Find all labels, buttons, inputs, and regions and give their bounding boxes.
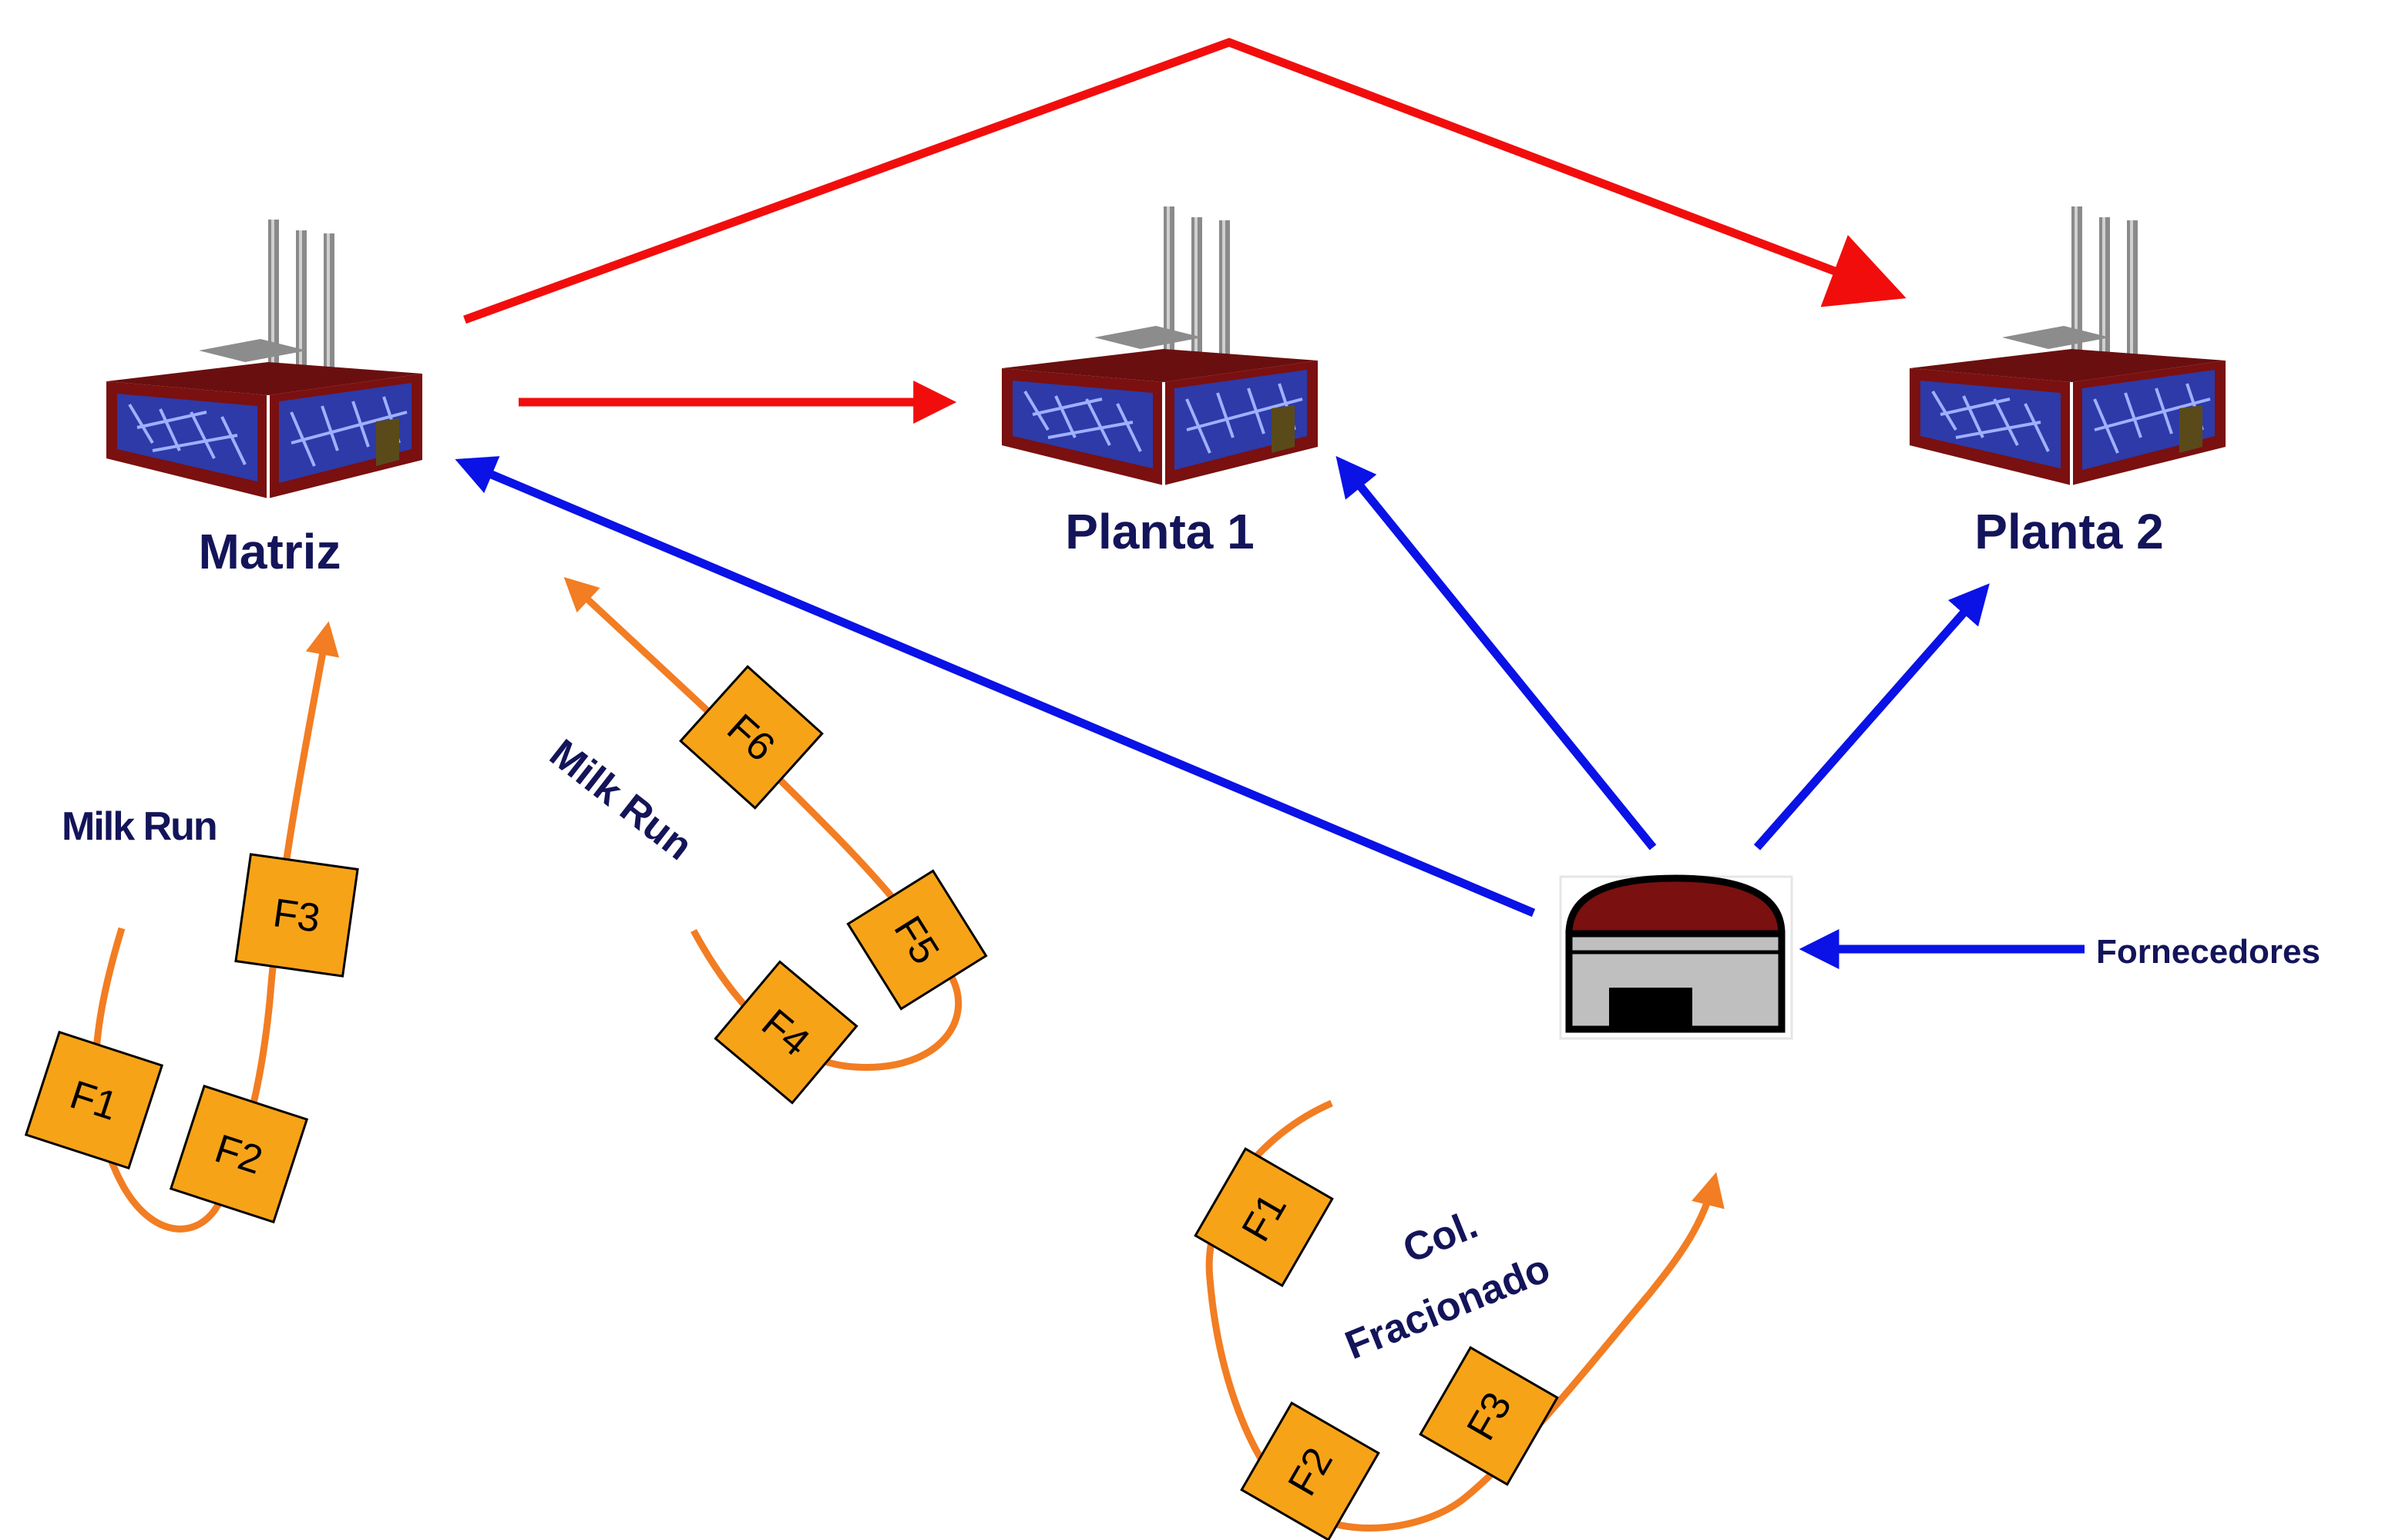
warehouse-icon [1559, 874, 1793, 1040]
box-label-f3-left: F3 [270, 891, 323, 941]
blue-arrow-warehouse-to-matriz [455, 456, 1536, 918]
box-f6-middle: F6 [679, 665, 824, 810]
box-f1-left: F1 [24, 1030, 164, 1170]
box-f3-left: F3 [234, 853, 359, 978]
label-planta2: Planta 2 [1974, 504, 2163, 559]
blue-arrow-warehouse-to-planta2 [1753, 583, 1990, 851]
label-matriz: Matriz [199, 524, 341, 579]
box-f2-left: F2 [169, 1084, 309, 1224]
red-arrow-matriz-to-planta2 [463, 38, 1907, 324]
label-milk-run-middle: Milk Run [542, 731, 700, 869]
factory-icon-matriz [105, 218, 424, 500]
label-fornecedores: Fornecedores [2096, 933, 2320, 971]
box-f2-fracionado: F2 [1240, 1401, 1380, 1540]
box-f5-middle: F5 [846, 869, 988, 1011]
blue-arrow-warehouse-to-planta1 [1335, 455, 1657, 851]
factory-icon-planta2 [1908, 205, 2227, 487]
box-f4-middle: F4 [714, 960, 858, 1105]
label-col-fracionado-line1: Col. [1397, 1203, 1484, 1273]
factory-icon-planta1 [1000, 205, 1319, 487]
box-f1-fracionado: F1 [1194, 1147, 1334, 1287]
label-planta1: Planta 1 [1065, 504, 1254, 559]
label-milk-run-left: Milk Run [62, 804, 217, 849]
box-f3-fracionado: F3 [1419, 1346, 1559, 1486]
label-col-fracionado-line2: Fracionado [1339, 1246, 1557, 1368]
